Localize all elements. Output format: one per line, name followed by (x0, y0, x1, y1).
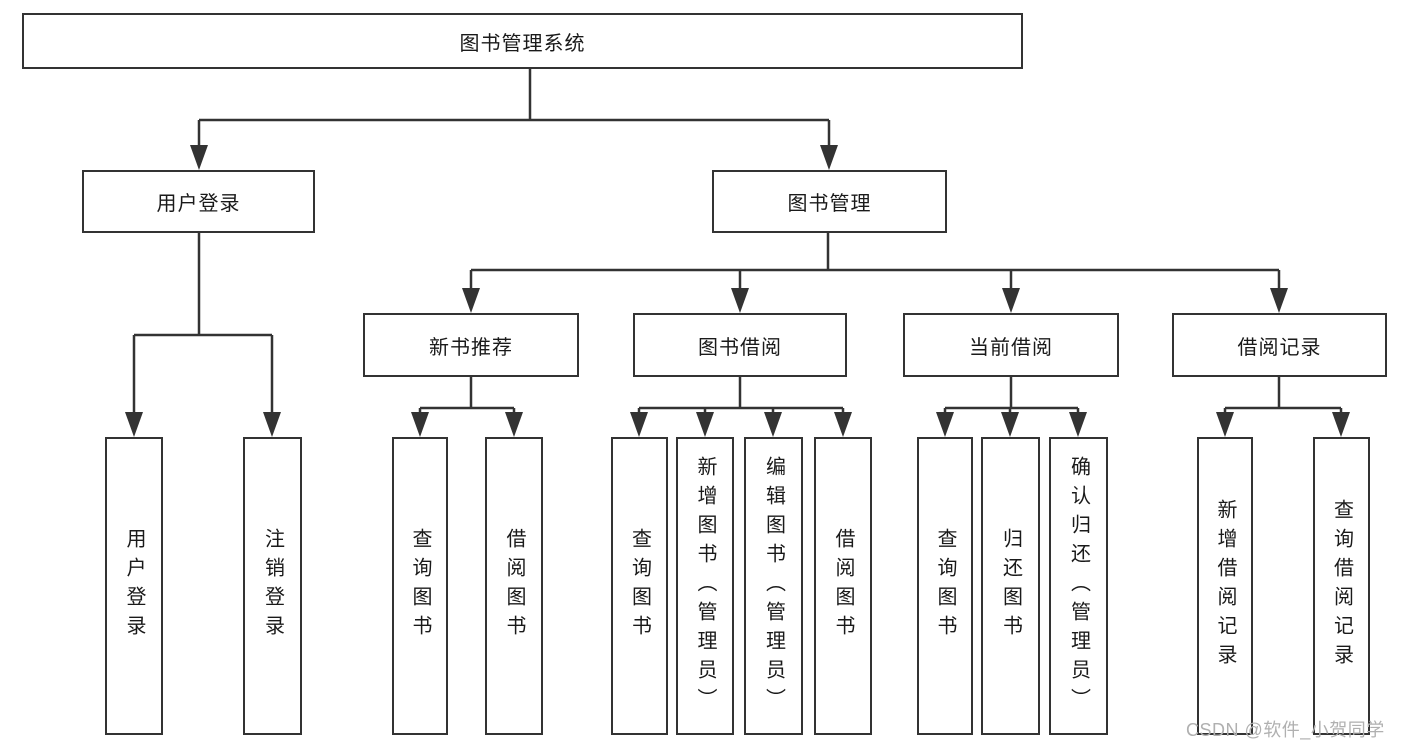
node-library-management-system: 图书管理系统 (22, 13, 1023, 69)
node-book-management: 图书管理 (712, 170, 947, 233)
leaf-add-borrow-record: 新增借阅记录 (1197, 437, 1253, 735)
leaf-query-books: 查询图书 (917, 437, 973, 735)
leaf-query-books: 查询图书 (392, 437, 448, 735)
leaf-confirm-return-admin: 确认归还（管理员） (1049, 437, 1108, 735)
leaf-query-borrow-record: 查询借阅记录 (1313, 437, 1370, 735)
node-label: 图书借阅 (698, 336, 782, 359)
leaf-return-books: 归还图书 (981, 437, 1040, 735)
leaf-label: 新增借阅记录 (1214, 499, 1236, 673)
leaf-logout: 注销登录 (243, 437, 302, 735)
leaf-query-books: 查询图书 (611, 437, 668, 735)
leaf-user-login: 用户登录 (105, 437, 163, 735)
node-label: 新书推荐 (429, 336, 513, 359)
arrowhead-icons (125, 145, 1350, 437)
leaf-label: 编辑图书（管理员） (762, 455, 785, 717)
leaf-label: 归还图书 (999, 528, 1022, 644)
leaf-label: 查询借阅记录 (1330, 499, 1353, 673)
node-book-borrowing: 图书借阅 (633, 313, 847, 377)
leaf-label: 确认归还（管理员） (1067, 455, 1090, 717)
leaf-label: 借阅图书 (832, 528, 854, 644)
leaf-add-books-admin: 新增图书（管理员） (676, 437, 734, 735)
node-new-book-recommend: 新书推荐 (363, 313, 579, 377)
csdn-watermark: CSDN @软件_小贺同学 (1186, 720, 1385, 740)
node-current-borrowing: 当前借阅 (903, 313, 1119, 377)
node-label: 借阅记录 (1237, 336, 1322, 359)
leaf-borrow-books: 借阅图书 (485, 437, 543, 735)
leaf-label: 借阅图书 (503, 528, 525, 644)
node-label: 图书管理 (787, 193, 872, 215)
leaf-edit-books-admin: 编辑图书（管理员） (744, 437, 803, 735)
leaf-label: 查询图书 (628, 528, 651, 644)
tree-edges (132, 69, 1343, 414)
leaf-label: 查询图书 (934, 528, 956, 644)
leaf-label: 新增图书（管理员） (694, 455, 716, 717)
leaf-label: 注销登录 (261, 528, 284, 644)
leaf-label: 用户登录 (123, 528, 145, 644)
leaf-borrow-books: 借阅图书 (814, 437, 872, 735)
node-user-login: 用户登录 (82, 170, 315, 233)
node-borrowing-records: 借阅记录 (1172, 313, 1387, 377)
node-label: 当前借阅 (969, 336, 1053, 359)
leaf-label: 查询图书 (409, 528, 431, 644)
node-label: 用户登录 (156, 193, 241, 215)
node-label: 图书管理系统 (459, 32, 586, 55)
